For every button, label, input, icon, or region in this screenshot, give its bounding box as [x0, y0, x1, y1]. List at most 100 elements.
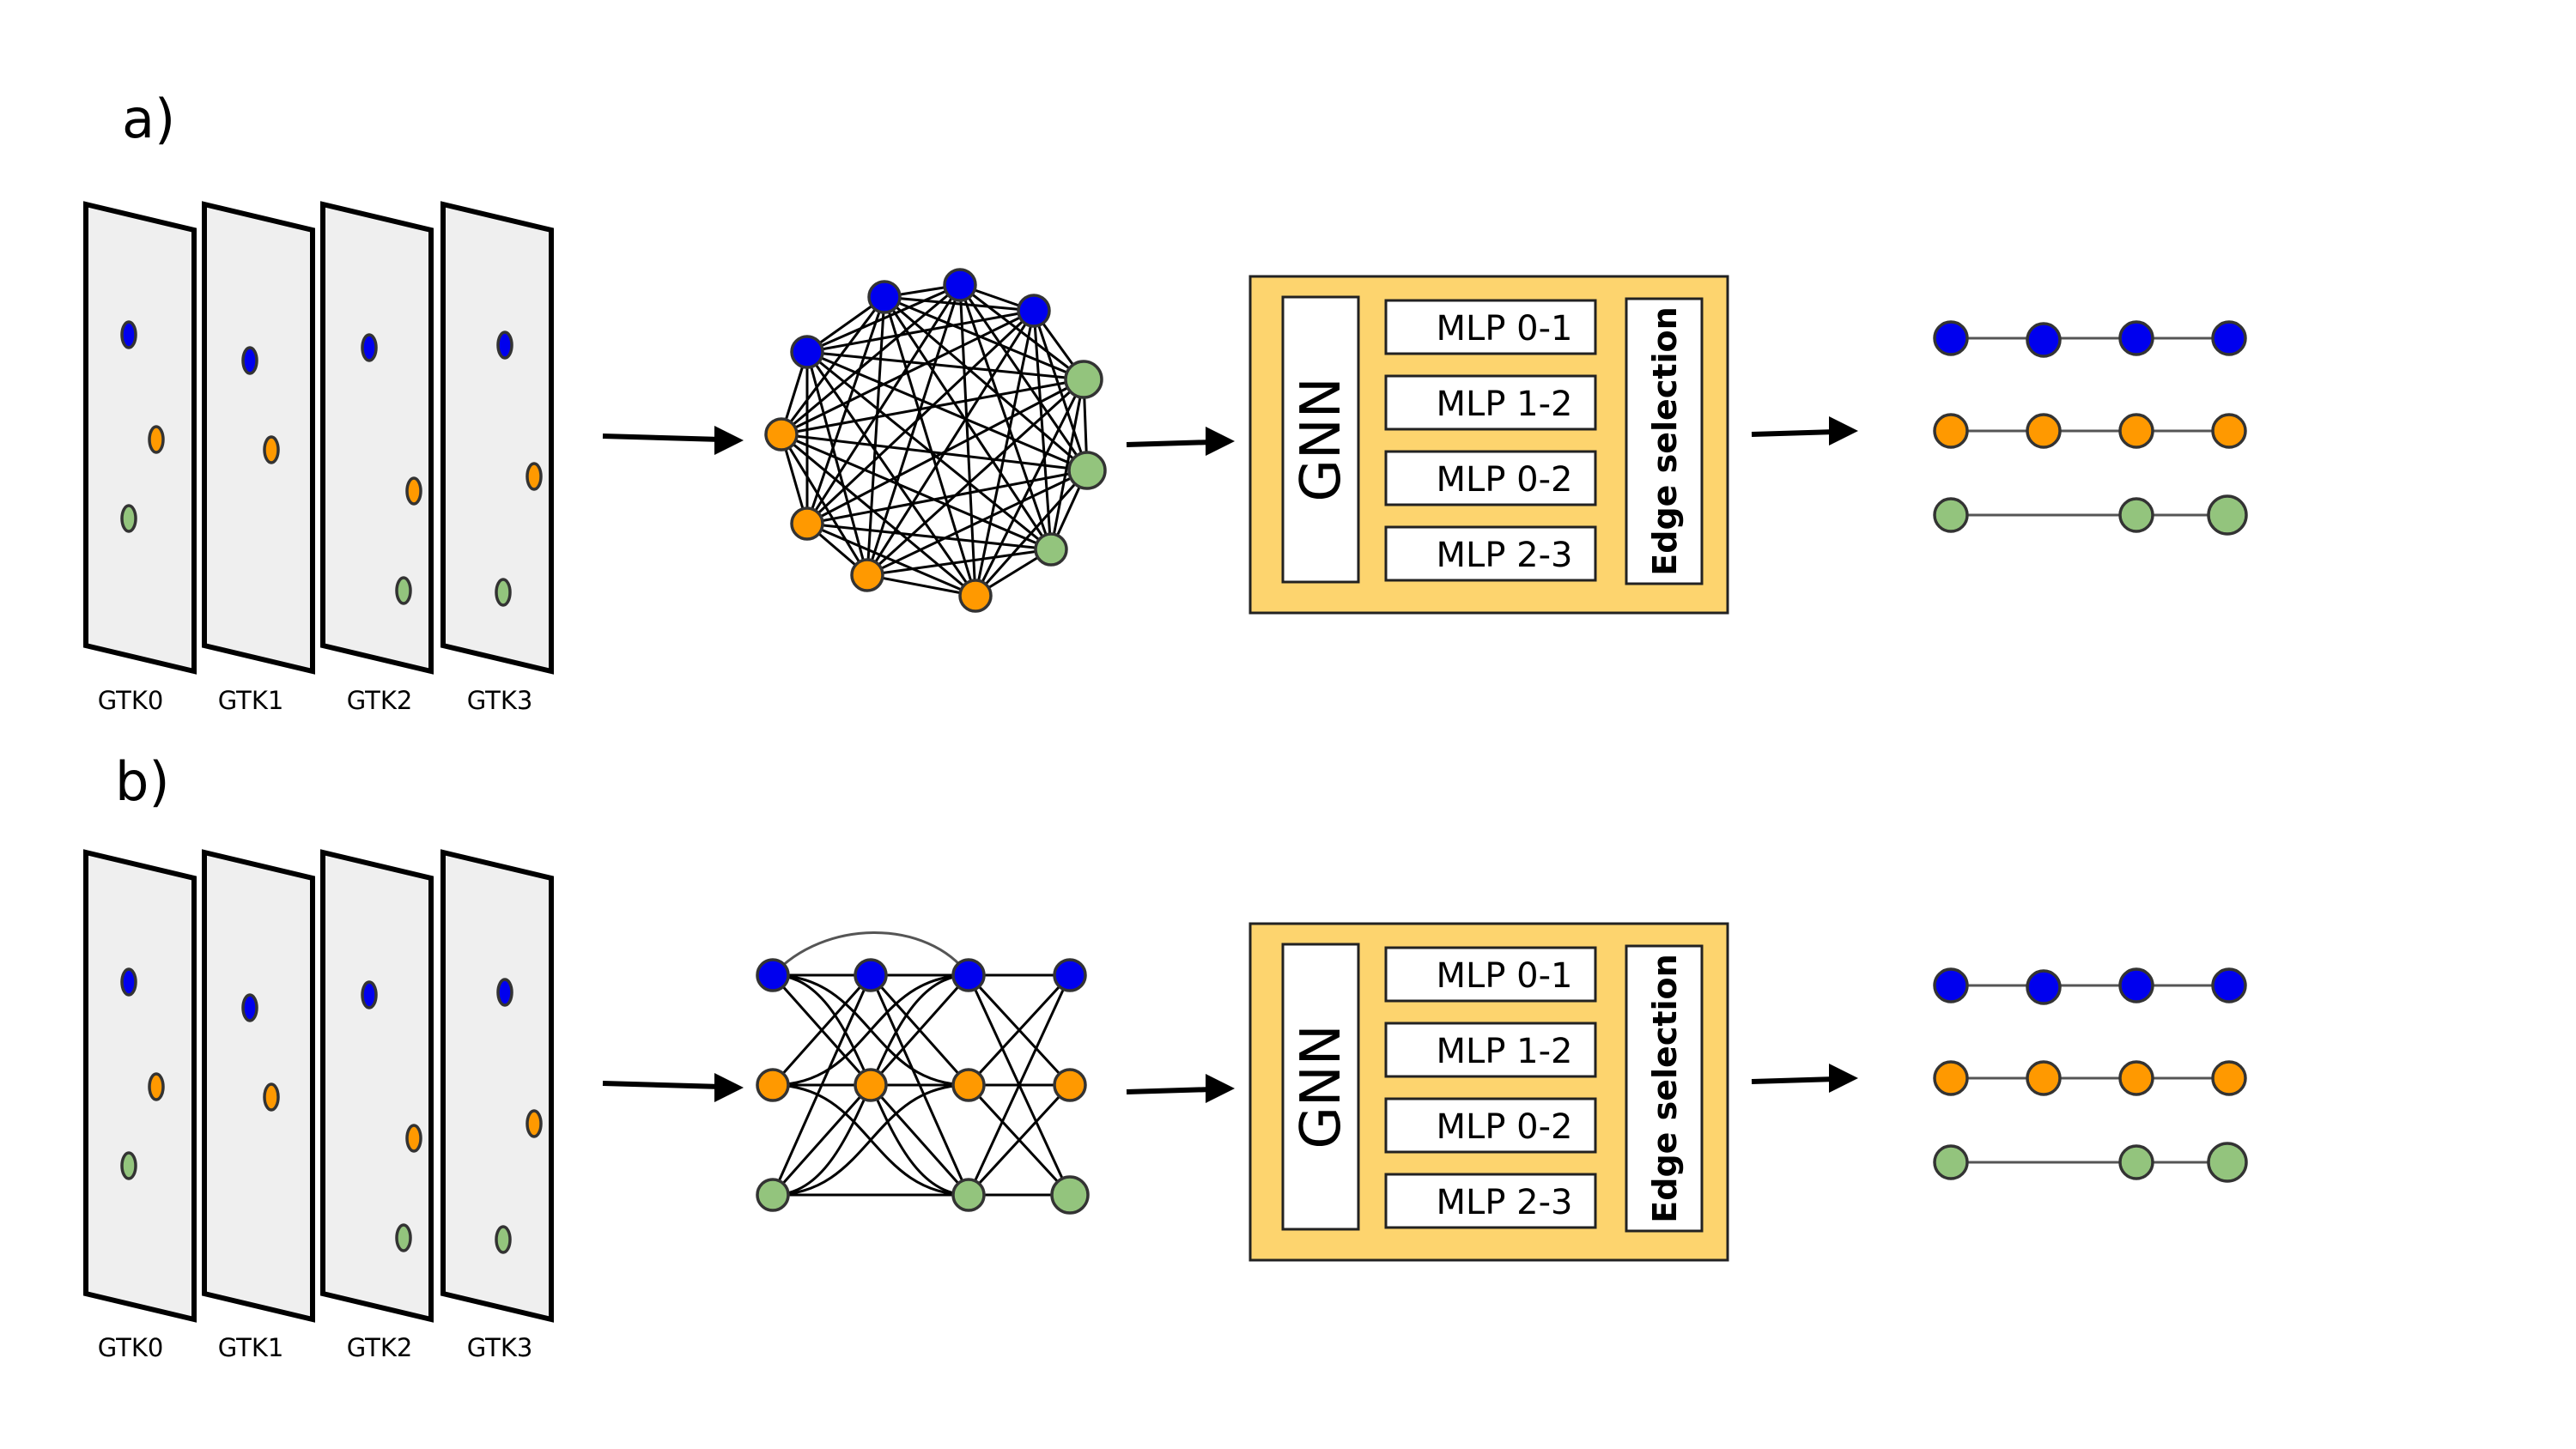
- hit-blue: [120, 320, 137, 349]
- detector-label-gtk2: GTK2: [347, 1333, 413, 1362]
- edge-selection-box: [1625, 944, 1704, 1233]
- hit-blue: [361, 333, 378, 362]
- gnn-box: [1281, 943, 1360, 1231]
- hit-orange: [526, 1109, 543, 1138]
- graph-edge: [967, 974, 1072, 1196]
- hit-green: [495, 578, 512, 607]
- hit-blue: [361, 980, 378, 1009]
- mlp-box-0-1: [1384, 299, 1597, 355]
- mlp-box-0-2: [1384, 1097, 1597, 1154]
- graph-edge: [869, 1084, 970, 1196]
- detector-plane-gtk0: [83, 849, 197, 1323]
- hit-blue: [241, 346, 258, 375]
- graph-node-blue: [1053, 958, 1087, 992]
- graph-node-orange: [854, 1068, 888, 1102]
- graph-edge: [967, 1083, 1072, 1197]
- track-node-orange: [2118, 413, 2154, 449]
- edge-selection-label: Edge selection: [1646, 954, 1684, 1222]
- graph-edge: [806, 522, 976, 597]
- graph-node-orange: [958, 579, 993, 613]
- graph-edge: [866, 469, 1088, 577]
- mlp-label-2-3: MLP 2-3: [1437, 1183, 1573, 1222]
- graph-edge: [806, 309, 1035, 354]
- graph-edge: [1032, 310, 1053, 550]
- mlp-label-0-1: MLP 0-1: [1437, 956, 1573, 996]
- hit-blue: [120, 967, 137, 997]
- mlp-label-0-2: MLP 0-2: [1437, 460, 1573, 500]
- graph-edge: [958, 284, 1089, 471]
- detector-plane-gtk0: [83, 201, 197, 675]
- graph-edge: [884, 295, 1084, 381]
- graph-edge: [771, 1084, 872, 1196]
- graph-node-green: [1064, 360, 1103, 399]
- detector-label-gtk0: GTK0: [98, 686, 164, 715]
- detector-planes-b: GTK0 GTK1 GTK2 GTK3: [83, 849, 554, 1362]
- arrow-right: [602, 426, 744, 455]
- hit-green: [395, 1223, 412, 1252]
- detector-plane-gtk2: [320, 849, 434, 1323]
- mlp-box-0-2: [1384, 450, 1597, 506]
- track-node-blue: [2118, 320, 2154, 356]
- graph-node-blue: [790, 335, 824, 369]
- mlp-box-2-3: [1384, 525, 1597, 582]
- graph-edge: [806, 522, 1052, 551]
- graph-edge: [780, 433, 869, 576]
- hit-orange: [148, 425, 165, 454]
- graph-node-orange: [850, 558, 884, 592]
- graph-edge: [781, 433, 1052, 551]
- graph-edge: [806, 469, 1088, 525]
- graph-node-orange: [951, 1068, 986, 1102]
- graph-edge: [884, 295, 1035, 312]
- hit-blue: [496, 978, 513, 1007]
- hit-orange: [526, 462, 543, 491]
- panel-b: b) GTK0 GTK1 GTK2 GTK3: [83, 750, 2248, 1362]
- graph-edge: [1049, 379, 1085, 550]
- track-node-orange: [2211, 413, 2247, 449]
- hit-green: [120, 504, 137, 533]
- layered-graph: [756, 931, 1090, 1215]
- graph-edge: [806, 350, 1088, 472]
- graph-edge: [866, 573, 976, 597]
- graph-edge: [771, 974, 872, 1086]
- track-node-green: [2118, 1144, 2154, 1180]
- track-node-orange: [1933, 413, 1969, 449]
- track-node-blue: [2118, 967, 2154, 1003]
- detector-plane-gtk1: [202, 849, 315, 1323]
- detector-label-gtk1: GTK1: [218, 686, 284, 715]
- graph-edge: [866, 310, 1036, 576]
- graph-edge: [866, 284, 962, 576]
- layered-edges: [771, 973, 1072, 1197]
- graph-node-green: [756, 1178, 790, 1212]
- graph-node-green: [1034, 532, 1068, 567]
- graph-edge: [772, 973, 969, 1087]
- graph-edge: [781, 309, 1035, 436]
- detector-plane-gtk2: [320, 201, 434, 675]
- graph-edge: [866, 378, 1085, 577]
- arrow-right: [602, 1073, 744, 1102]
- graph-edge: [805, 296, 886, 524]
- graph-edge: [806, 378, 1084, 525]
- mlp-box-1-2: [1384, 1022, 1597, 1078]
- hit-orange: [148, 1072, 165, 1101]
- gnn-label: GNN: [1290, 1024, 1353, 1149]
- graph-edge: [866, 296, 886, 576]
- graph-node-green: [1050, 1175, 1090, 1215]
- track-node-green: [2118, 497, 2154, 533]
- graph-edge: [781, 378, 1084, 436]
- graph-node-orange: [764, 417, 799, 452]
- track-node-green: [2207, 494, 2248, 536]
- graph-node-blue: [854, 958, 888, 992]
- hit-orange: [263, 1082, 280, 1112]
- graph-edge: [869, 974, 970, 1086]
- panel-b-label: b): [115, 750, 170, 813]
- track-node-blue: [1933, 967, 1969, 1003]
- detector-label-gtk2: GTK2: [347, 686, 413, 715]
- graph-edge: [772, 1083, 969, 1197]
- detector-label-gtk3: GTK3: [467, 1333, 533, 1362]
- hit-green: [395, 576, 412, 605]
- detector-plane-gtk1: [202, 201, 315, 675]
- detector-planes-a: GTK0 GTK1 GTK2 GTK3: [83, 201, 554, 715]
- panel-a-label: a): [122, 88, 175, 150]
